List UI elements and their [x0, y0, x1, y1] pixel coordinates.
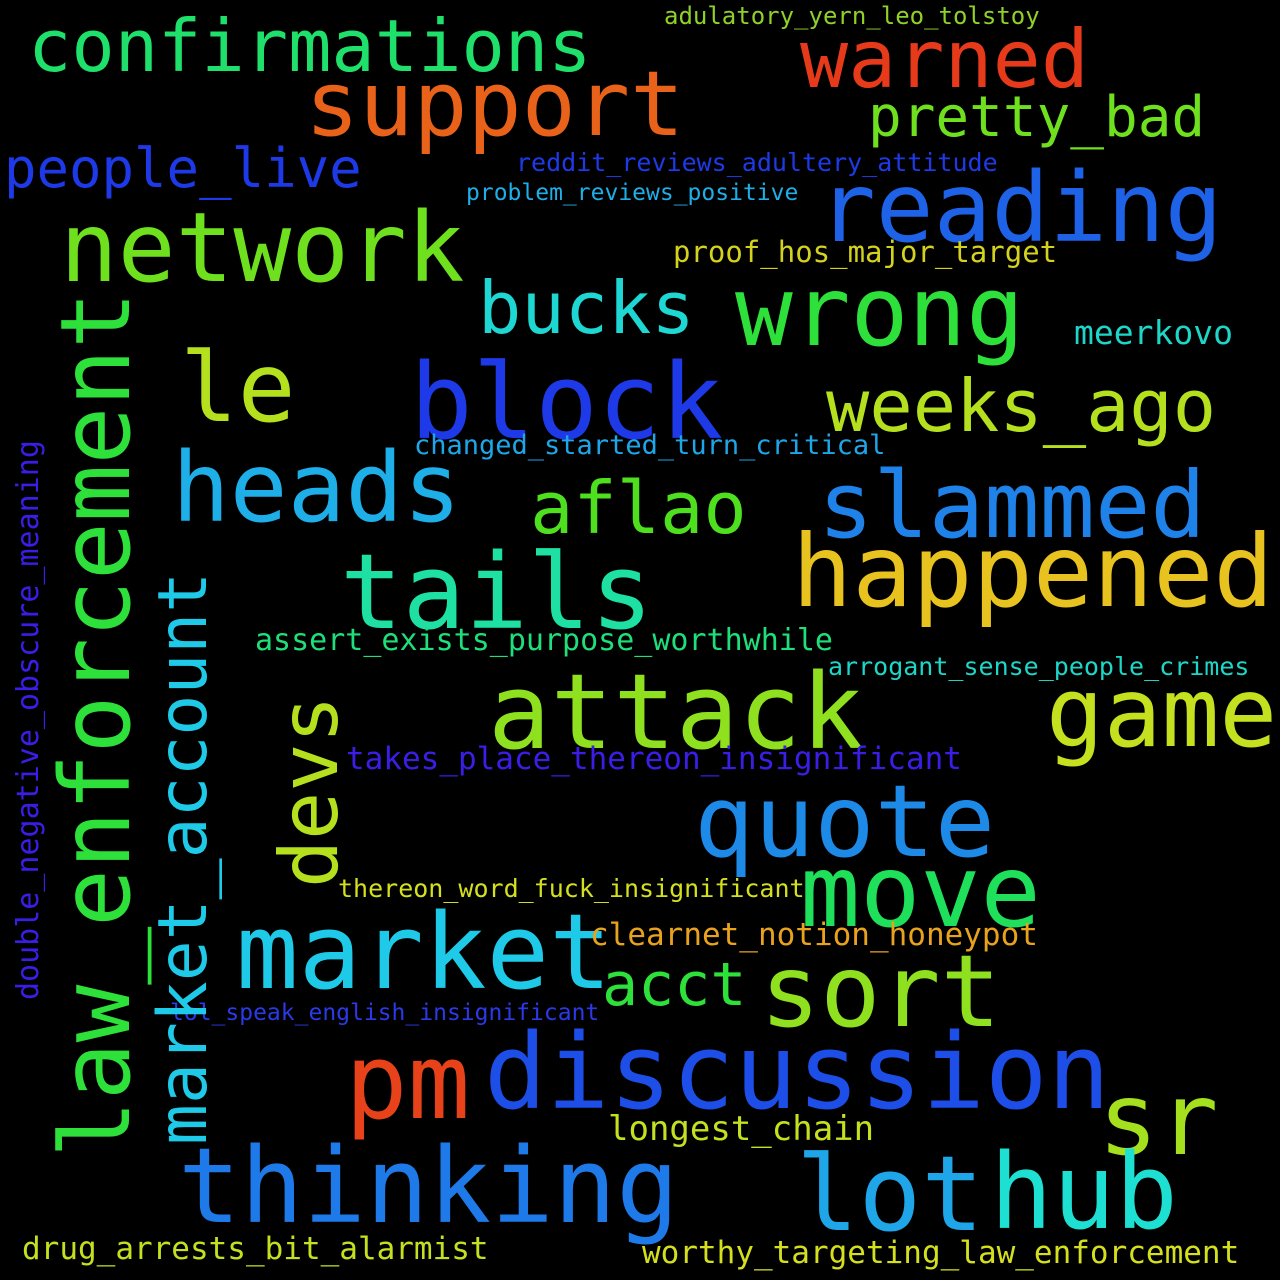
word: thereon_word_fuck_insignificant	[338, 874, 805, 903]
word: le	[180, 332, 296, 444]
word: assert_exists_purpose_worthwhile	[255, 623, 833, 658]
word: market	[236, 891, 612, 1013]
word: proof_hos_major_target	[673, 235, 1058, 269]
word: adulatory_yern_leo_tolstoy	[664, 2, 1040, 30]
word: game	[1046, 657, 1278, 769]
word: network	[60, 192, 465, 304]
word: takes_place_thereon_insignificant	[346, 741, 962, 777]
word: pretty_bad	[868, 85, 1206, 150]
word: confirmations	[28, 4, 592, 88]
word-vertical: devs	[263, 695, 356, 888]
word: discussion	[484, 1011, 1111, 1133]
word: hub	[990, 1131, 1178, 1253]
word: pm	[345, 1021, 471, 1143]
word: lot	[796, 1133, 984, 1255]
word: warned	[800, 13, 1089, 106]
word: sort	[760, 933, 1001, 1050]
word: weeks_ago	[826, 364, 1217, 448]
word: thinking	[178, 1125, 679, 1247]
word-vertical: market_account	[144, 571, 223, 1145]
word: people_live	[4, 137, 362, 200]
word: attack	[488, 651, 864, 773]
word: reading	[818, 152, 1223, 264]
word: worthy_targeting_law_enforcement	[642, 1235, 1240, 1271]
word: problem_reviews_positive	[466, 180, 799, 206]
word: acct	[602, 950, 747, 1020]
word: sr	[1098, 1061, 1219, 1178]
word: arrogant_sense_people_crimes	[828, 652, 1250, 681]
word: meerkovo	[1074, 313, 1233, 352]
word: quote	[694, 763, 996, 880]
word: aflao	[530, 466, 747, 550]
word: longest_chain	[608, 1109, 875, 1149]
word: move	[800, 833, 1041, 950]
word: tails	[340, 531, 654, 653]
word: changed_started_turn_critical	[414, 430, 886, 461]
word-vertical: double_negative_obscure_meaning	[11, 440, 46, 1000]
word: wrong	[735, 256, 1024, 368]
word-vertical: law_enforcement	[40, 291, 152, 1158]
word: reddit_reviews_adultery_attitude	[516, 148, 998, 177]
word: happened	[792, 513, 1274, 630]
word: heads	[172, 432, 461, 544]
word: lol_speak_english_insignificant	[170, 1000, 600, 1026]
word: support	[305, 52, 685, 157]
word: block	[410, 341, 724, 463]
word: drug_arrests_bit_alarmist	[22, 1231, 489, 1267]
word: clearnet_notion_honeypot	[590, 917, 1038, 953]
word: bucks	[478, 266, 695, 350]
word: slammed	[818, 452, 1206, 559]
